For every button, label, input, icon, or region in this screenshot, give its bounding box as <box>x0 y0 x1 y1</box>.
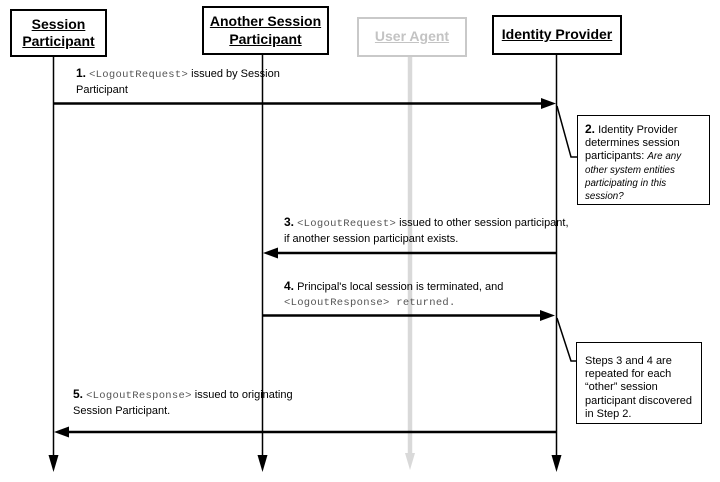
message-number: 1. <box>76 66 87 80</box>
message-number: 5. <box>73 387 84 401</box>
note-steps-3-4: Steps 3 and 4 are repeated for each “oth… <box>576 342 702 424</box>
message-text: Principal's local session is terminated,… <box>297 281 504 293</box>
lifeline-end-arrow-icon <box>48 455 59 472</box>
lifeline-end-arrow-icon <box>405 453 415 470</box>
arrowhead-right-icon <box>541 98 556 109</box>
message-code: <LogoutResponse> <box>86 390 192 402</box>
participant-label: User Agent <box>374 28 450 45</box>
arrowhead-right-icon <box>540 310 555 321</box>
participant-box-session-participant: Session Participant <box>10 9 107 57</box>
message-code: <LogoutRequest> <box>89 69 189 81</box>
note-number: 2. <box>585 122 596 136</box>
lifeline-end-arrow-icon <box>551 455 562 472</box>
note-text: Steps 3 and 4 are repeated for each “oth… <box>585 355 693 420</box>
note-connector-step2 <box>556 105 577 158</box>
arrowhead-left-icon <box>263 247 278 259</box>
note-step2: 2. Identity Provider determines session … <box>577 115 710 205</box>
participant-label: Session Participant <box>22 15 95 50</box>
message-code: <LogoutResponse> returned. <box>284 296 456 309</box>
note-connector-steps34 <box>556 317 576 362</box>
arrowhead-left-icon <box>54 426 69 438</box>
participant-label: Another Session Participant <box>209 13 322 47</box>
message-number: 3. <box>284 215 295 229</box>
message-text: issued to other session participant, if … <box>284 217 569 245</box>
message-1-label: 1. <LogoutRequest> issued by Session Par… <box>76 66 294 97</box>
message-text: issued by Session Participant <box>76 68 280 96</box>
lifeline-end-arrow-icon <box>257 455 268 472</box>
message-number: 4. <box>284 279 295 293</box>
participant-label: Identity Provider <box>501 26 613 43</box>
note-question: Are any other system entities participat… <box>585 151 682 202</box>
message-text: issued to originating Session Participan… <box>73 389 293 417</box>
participant-box-user-agent: User Agent <box>357 17 467 57</box>
message-3-label: 3. <LogoutRequest> issued to other sessi… <box>284 215 572 246</box>
message-4-label: 4. Principal's local session is terminat… <box>284 279 576 310</box>
participant-box-another-session-participant: Another Session Participant <box>202 6 329 55</box>
message-5-label: 5. <LogoutResponse> issued to originatin… <box>73 387 301 418</box>
message-code: <LogoutRequest> <box>297 218 397 230</box>
note-text: Identity Provider determines session par… <box>585 124 680 163</box>
participant-box-identity-provider: Identity Provider <box>492 15 622 55</box>
